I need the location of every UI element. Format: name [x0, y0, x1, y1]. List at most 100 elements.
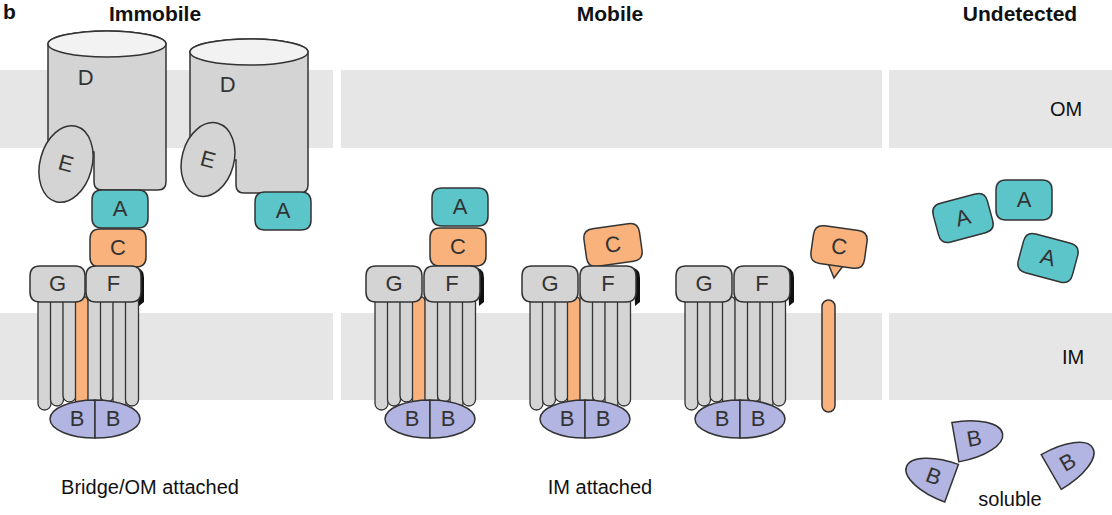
helix: [438, 296, 451, 402]
outer-membrane: [0, 70, 1112, 148]
helix: [618, 296, 631, 406]
helix: [126, 296, 139, 406]
protein-box: C: [430, 228, 486, 266]
helix: [580, 290, 593, 406]
protein-letter: B: [70, 408, 85, 430]
helix: [710, 290, 723, 402]
protein-box: C: [90, 229, 146, 267]
protein-box: A: [1016, 231, 1080, 284]
protein-letter: F: [107, 273, 120, 295]
membrane-label: IM: [1062, 346, 1084, 368]
protein-letter: A: [453, 196, 468, 218]
protein-box: A: [996, 180, 1052, 220]
state-caption: Bridge/OM attached: [61, 476, 239, 498]
protein-box: G: [366, 266, 422, 302]
protein-box: F: [734, 266, 790, 302]
protein-letter: A: [113, 198, 128, 220]
protein-letter: A: [1017, 189, 1032, 211]
protein-letter: F: [445, 273, 458, 295]
dimer-half: B: [430, 400, 475, 438]
helix: [543, 296, 556, 406]
helix: [51, 296, 64, 406]
membrane-label: OM: [1050, 98, 1082, 120]
helix: [773, 296, 786, 406]
column-header: Mobile: [577, 2, 644, 25]
protein-box: F: [424, 266, 480, 302]
protein-letter: A: [276, 200, 291, 222]
helix-bundles: [38, 290, 786, 410]
helix: [388, 296, 401, 406]
dimer-half: B: [952, 414, 1006, 462]
helix: [76, 296, 89, 410]
protein-letter: G: [49, 273, 66, 295]
state-caption: soluble: [978, 488, 1041, 510]
protein-letter: B: [751, 408, 766, 430]
helix: [413, 296, 426, 410]
helix: [605, 290, 618, 410]
helix: [375, 290, 388, 410]
helix: [760, 290, 773, 410]
protein-letter: B: [560, 408, 575, 430]
protein-box: F: [86, 266, 141, 302]
protein-letter: B: [441, 408, 456, 430]
helix: [568, 296, 581, 410]
protein-letter: C: [110, 237, 126, 259]
dimer-half: B: [585, 400, 630, 438]
helix: [685, 290, 698, 410]
protein-letter: D: [78, 67, 94, 89]
helix: [555, 290, 568, 402]
helix: [425, 290, 438, 406]
helix: [698, 296, 711, 406]
protein-box: A: [255, 192, 311, 230]
helix: [101, 296, 114, 402]
protein-letter: C: [450, 236, 466, 258]
protein-box: F: [580, 266, 636, 302]
dimer-half: B: [385, 400, 430, 438]
protein-box: A: [92, 190, 148, 228]
dimer-half: B: [50, 400, 95, 438]
dimer-half: B: [95, 400, 140, 438]
helix: [63, 290, 76, 402]
helix: [113, 290, 126, 410]
protein-box: C: [583, 222, 644, 267]
panel-label: b: [3, 0, 16, 23]
dimer-half: B: [1041, 431, 1103, 490]
helix: [735, 290, 748, 406]
protein-letter: B: [596, 408, 611, 430]
dimer-half: B: [695, 400, 740, 438]
protein-letter: G: [695, 273, 712, 295]
protein-letter: B: [405, 408, 420, 430]
column-header: Undetected: [963, 2, 1077, 25]
protein-letter: B: [715, 408, 730, 430]
dimer-half: B: [540, 400, 585, 438]
protein-letter: C: [604, 233, 623, 257]
helix: [748, 296, 761, 402]
protein-letter: F: [601, 273, 614, 295]
helix: [88, 290, 101, 406]
protein-letter: G: [385, 273, 402, 295]
protein-box: G: [30, 266, 85, 302]
dimer-half: B: [900, 448, 959, 502]
helix: [450, 290, 463, 410]
protein-box: A: [432, 188, 488, 226]
helix: [530, 290, 543, 410]
helix: [463, 296, 476, 406]
protein-box: G: [522, 266, 578, 302]
protein-letter: G: [541, 273, 558, 295]
column-header: Immobile: [109, 2, 201, 25]
protein-letter: D: [220, 74, 236, 96]
protein-box: C: [810, 224, 869, 269]
protein-box: A: [931, 191, 995, 244]
state-caption: IM attached: [548, 476, 653, 498]
protein-letter: B: [106, 408, 121, 430]
lone-helix: [822, 258, 846, 412]
helix: [723, 296, 736, 410]
protein-box: G: [676, 266, 732, 302]
dimer-half: B: [740, 400, 785, 438]
protein-letter: C: [830, 235, 849, 259]
helix: [593, 296, 606, 402]
helix: [38, 290, 51, 410]
protein-letter: F: [755, 273, 768, 295]
helix: [400, 290, 413, 402]
